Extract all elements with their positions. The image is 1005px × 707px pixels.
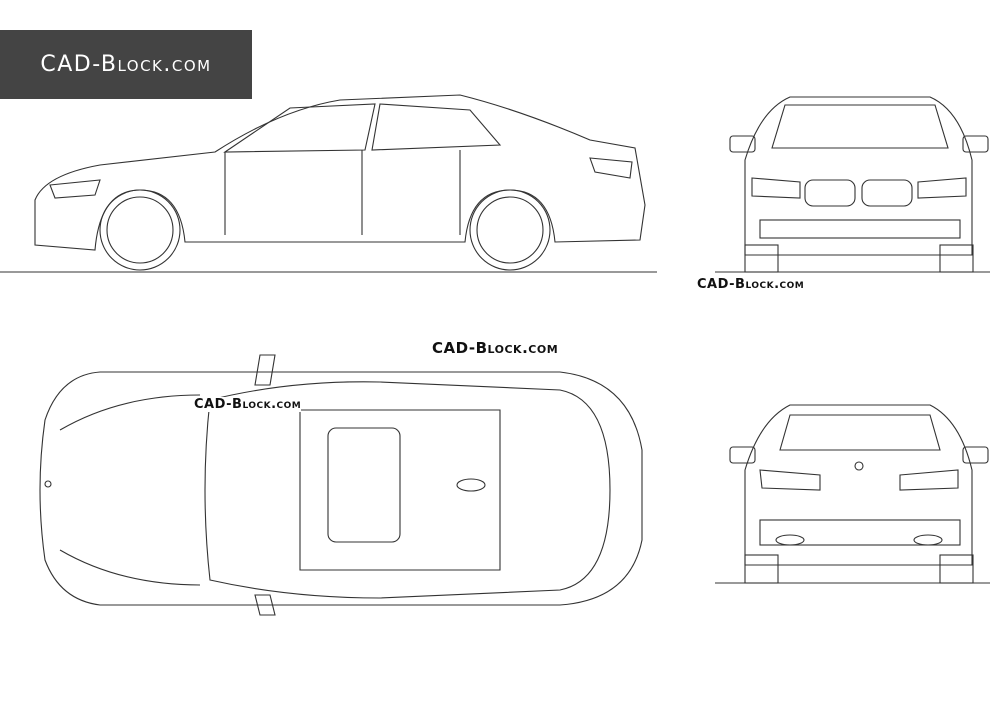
side-view <box>0 94 657 273</box>
front-view <box>715 96 990 273</box>
watermark: CAD-Block.com <box>432 339 559 357</box>
watermark: CAD-Block.com <box>194 397 302 412</box>
logo-text: CAD-Block.com <box>40 52 212 77</box>
site-logo: CAD-Block.com <box>0 30 252 99</box>
rear-view <box>715 404 990 584</box>
top-view <box>39 354 643 616</box>
watermark: CAD-Block.com <box>697 277 805 292</box>
